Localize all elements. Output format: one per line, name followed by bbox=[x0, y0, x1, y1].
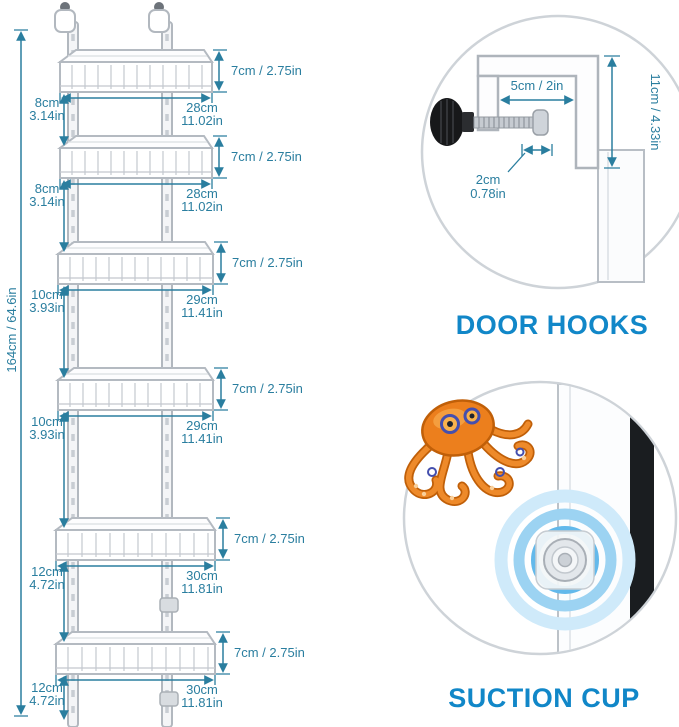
hook-height-label: 11cm / 4.33in bbox=[648, 73, 663, 150]
basket-4-gap-cm: 10cm bbox=[31, 414, 63, 429]
basket-6-gap-cm: 12cm bbox=[31, 680, 63, 695]
suction-glow-mid bbox=[513, 508, 617, 612]
basket-6-gap-in: 4.72in bbox=[29, 693, 64, 708]
clamp-tip bbox=[532, 109, 549, 136]
suction-cup-center bbox=[557, 552, 573, 568]
leader-line bbox=[507, 152, 526, 173]
basket-2-width-cm: 28cm bbox=[186, 186, 218, 201]
basket-4-gap-in: 3.93in bbox=[29, 427, 64, 442]
basket-6-width-in: 11.81in bbox=[181, 695, 223, 710]
basket-1-width-in: 11.02in bbox=[181, 113, 223, 128]
suction-glow-inner bbox=[531, 526, 599, 594]
door-hook-dimensions: 5cm / 2in 11cm / 4.33in 2cm 0.78in bbox=[470, 55, 663, 201]
basket-1-width-cm: 28cm bbox=[186, 100, 218, 115]
rail-bracket bbox=[159, 597, 179, 613]
basket-4-width-cm: 29cm bbox=[186, 418, 218, 433]
basket-2-width-in: 11.02in bbox=[181, 199, 223, 214]
hook-screw-cm: 2cm bbox=[476, 172, 501, 187]
basket-1-gap-in: 3.14in bbox=[29, 108, 64, 123]
basket-3 bbox=[55, 241, 215, 285]
basket-5 bbox=[53, 517, 217, 561]
basket-1-dimensions: 7cm / 2.75in 28cm 11.02in 8cm 3.14in bbox=[29, 49, 302, 146]
basket-1-gap-cm: 8cm bbox=[35, 95, 60, 110]
hook-screw-in: 0.78in bbox=[470, 186, 505, 201]
hook-opening-label: 5cm / 2in bbox=[511, 78, 564, 93]
basket-4-width-in: 11.41in bbox=[181, 431, 223, 446]
basket-2-height-label: 7cm / 2.75in bbox=[231, 149, 302, 164]
door-hooks-callout: 5cm / 2in 11cm / 4.33in 2cm 0.78in DOOR … bbox=[420, 14, 679, 340]
basket-3-dimensions: 7cm / 2.75in 29cm 11.41in 10cm 3.93in bbox=[29, 241, 303, 378]
door-hooks-title: DOOR HOOKS bbox=[456, 310, 649, 340]
total-height-label: 164cm / 64.6in bbox=[4, 287, 19, 372]
basket-5-height-label: 7cm / 2.75in bbox=[234, 531, 305, 546]
total-height-dimension: 164cm / 64.6in bbox=[4, 29, 28, 717]
rack-door-hook-left bbox=[54, 2, 76, 33]
basket-5-width-cm: 30cm bbox=[186, 568, 218, 583]
basket-4-dimensions: 7cm / 2.75in 29cm 11.41in 10cm 3.93in bbox=[29, 367, 303, 528]
basket-5-gap-cm: 12cm bbox=[31, 564, 63, 579]
rack-door-hook-right bbox=[148, 2, 170, 33]
basket-5-width-in: 11.81in bbox=[181, 581, 223, 596]
basket-3-width-in: 11.41in bbox=[181, 305, 223, 320]
basket-6-width-cm: 30cm bbox=[186, 682, 218, 697]
basket-3-gap-in: 3.93in bbox=[29, 300, 64, 315]
basket-1 bbox=[57, 49, 214, 93]
basket-3-width-cm: 29cm bbox=[186, 292, 218, 307]
door-edge bbox=[630, 384, 654, 653]
basket-5-gap-in: 4.72in bbox=[29, 577, 64, 592]
basket-6-dimensions: 7cm / 2.75in 30cm 11.81in 12cm 4.72in bbox=[29, 631, 305, 720]
basket-3-height-label: 7cm / 2.75in bbox=[232, 255, 303, 270]
basket-2-dimensions: 7cm / 2.75in 28cm 11.02in 8cm 3.14in bbox=[29, 135, 302, 252]
basket-1-height-label: 7cm / 2.75in bbox=[231, 63, 302, 78]
basket-2-gap-in: 3.14in bbox=[29, 194, 64, 209]
basket-6-height-label: 7cm / 2.75in bbox=[234, 645, 305, 660]
suction-glow-outer bbox=[494, 489, 636, 631]
door-panel bbox=[597, 149, 645, 283]
basket-6 bbox=[53, 631, 217, 675]
basket-4-height-label: 7cm / 2.75in bbox=[232, 381, 303, 396]
octopus-illustration bbox=[404, 399, 535, 506]
suction-cup-title: SUCTION CUP bbox=[448, 683, 640, 713]
suction-cup-detail bbox=[494, 383, 654, 653]
rail-bracket bbox=[159, 691, 179, 707]
door-hook-detail bbox=[430, 54, 645, 283]
over-door-rack bbox=[53, 2, 217, 727]
basket-3-gap-cm: 10cm bbox=[31, 287, 63, 302]
basket-2 bbox=[57, 135, 214, 179]
suction-cup-callout: SUCTION CUP bbox=[402, 380, 678, 713]
basket-2-gap-cm: 8cm bbox=[35, 181, 60, 196]
basket-4 bbox=[55, 367, 215, 411]
basket-5-dimensions: 7cm / 2.75in 30cm 11.81in 12cm 4.72in bbox=[29, 517, 305, 642]
